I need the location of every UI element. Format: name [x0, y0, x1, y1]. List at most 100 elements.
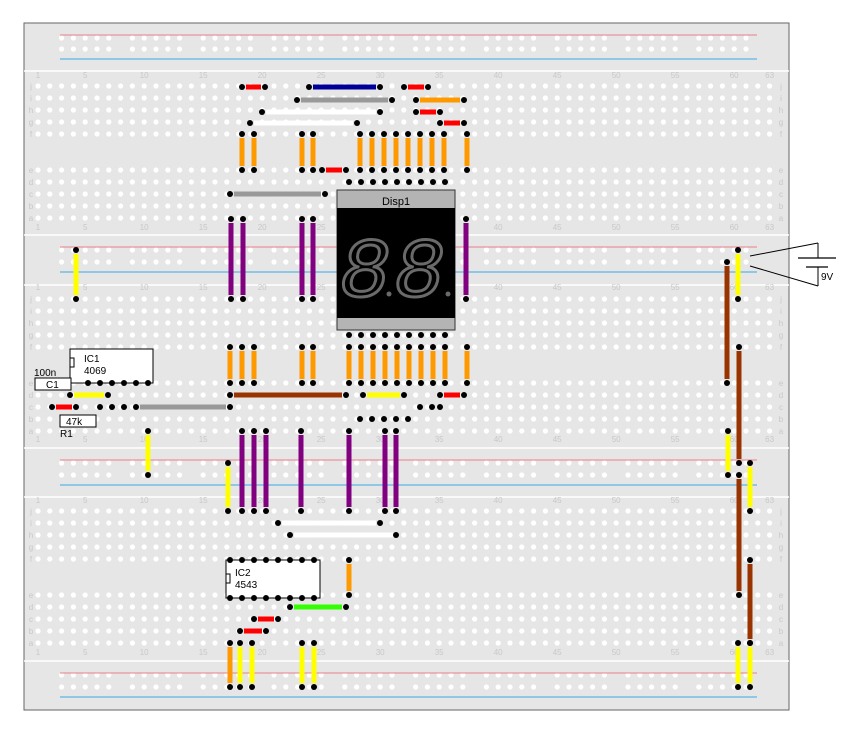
strip-hole — [424, 628, 430, 634]
strip-hole — [542, 308, 549, 314]
column-number: 40 — [494, 496, 503, 505]
rail-hole — [82, 35, 88, 41]
strip-hole — [708, 628, 714, 634]
strip-hole — [283, 344, 289, 350]
strip-hole — [531, 320, 537, 326]
resistor-r1[interactable]: 47k R1 — [59, 414, 97, 440]
strip-hole — [259, 604, 265, 610]
rail-hole — [236, 46, 242, 52]
strip-hole — [719, 640, 726, 646]
strip-hole — [495, 556, 501, 562]
strip-hole — [106, 416, 112, 422]
rail-hole — [82, 672, 88, 678]
rail-hole — [519, 460, 525, 466]
row-letter: h — [29, 531, 33, 540]
ic1-chip[interactable]: IC1 4069 — [69, 348, 154, 384]
strip-hole — [684, 308, 690, 314]
wire-end — [298, 428, 304, 434]
column-number: 1 — [36, 648, 41, 657]
strip-hole — [141, 83, 147, 89]
strip-hole — [224, 604, 230, 610]
ic2-chip[interactable]: IC2 4543 — [225, 559, 321, 599]
strip-hole — [106, 520, 112, 526]
jumper-wire — [263, 428, 269, 514]
strip-hole — [377, 332, 383, 338]
strip-hole — [165, 392, 171, 398]
column-number: 20 — [258, 648, 267, 657]
capacitor-c1[interactable]: 100n C1 — [34, 368, 72, 391]
seven-segment-display[interactable]: Disp1 88 — [336, 189, 456, 331]
row-letter: a — [779, 427, 784, 436]
strip-hole — [177, 119, 183, 125]
strip-hole — [448, 167, 454, 173]
strip-hole — [472, 332, 478, 338]
strip-hole — [460, 628, 466, 634]
pin-dot — [418, 332, 424, 338]
wire-end — [417, 131, 423, 137]
strip-hole — [719, 95, 726, 101]
wire-end — [346, 428, 352, 434]
wire-end — [299, 380, 305, 386]
strip-hole — [354, 628, 360, 634]
rail-hole — [578, 259, 584, 265]
strip-hole — [566, 616, 572, 622]
strip-hole — [271, 532, 277, 538]
strip-hole — [165, 191, 171, 197]
rail-hole — [483, 247, 489, 253]
strip-hole — [141, 203, 147, 209]
rail-hole — [566, 472, 572, 478]
strip-hole — [47, 308, 53, 314]
strip-hole — [401, 532, 407, 538]
wire-end — [464, 380, 470, 386]
column-number: 45 — [553, 71, 562, 80]
strip-hole — [590, 203, 596, 209]
strip-hole — [743, 532, 749, 538]
rail-hole — [649, 684, 655, 690]
strip-hole — [401, 508, 407, 514]
strip-hole — [507, 428, 513, 434]
strip-hole — [649, 215, 655, 221]
rail-hole — [625, 684, 631, 690]
strip-hole — [590, 308, 596, 314]
strip-hole — [755, 215, 761, 221]
rail-hole — [719, 672, 726, 678]
strip-hole — [731, 508, 737, 514]
rail-hole — [165, 46, 171, 52]
strip-hole — [613, 508, 619, 514]
strip-hole — [531, 404, 537, 410]
strip-hole — [401, 131, 407, 137]
strip-hole — [165, 215, 171, 221]
wire-end — [354, 120, 360, 126]
column-number: 15 — [199, 223, 208, 232]
strip-hole — [625, 320, 631, 326]
strip-hole — [295, 404, 301, 410]
battery-9v[interactable]: 9V — [749, 242, 836, 287]
jumper-wire — [227, 344, 233, 386]
strip-hole — [660, 83, 667, 89]
strip-hole — [188, 428, 194, 434]
strip-hole — [708, 404, 714, 410]
strip-hole — [118, 95, 124, 101]
strip-hole — [731, 332, 737, 338]
rail-hole — [354, 684, 360, 690]
strip-hole — [542, 616, 549, 622]
strip-hole — [495, 592, 501, 598]
strip-hole — [413, 416, 419, 422]
strip-hole — [672, 131, 678, 137]
strip-hole — [625, 592, 631, 598]
strip-hole — [436, 508, 442, 514]
strip-hole — [271, 640, 277, 646]
pin-dot — [430, 179, 436, 185]
rail-hole — [354, 35, 360, 41]
rail-hole — [365, 684, 371, 690]
strip-hole — [247, 296, 253, 302]
strip-hole — [35, 119, 41, 125]
strip-hole — [70, 83, 76, 89]
strip-hole — [271, 404, 277, 410]
strip-hole — [118, 167, 124, 173]
strip-hole — [531, 95, 537, 101]
strip-hole — [649, 556, 655, 562]
strip-hole — [330, 380, 336, 386]
strip-hole — [649, 416, 655, 422]
rail-hole — [708, 247, 714, 253]
